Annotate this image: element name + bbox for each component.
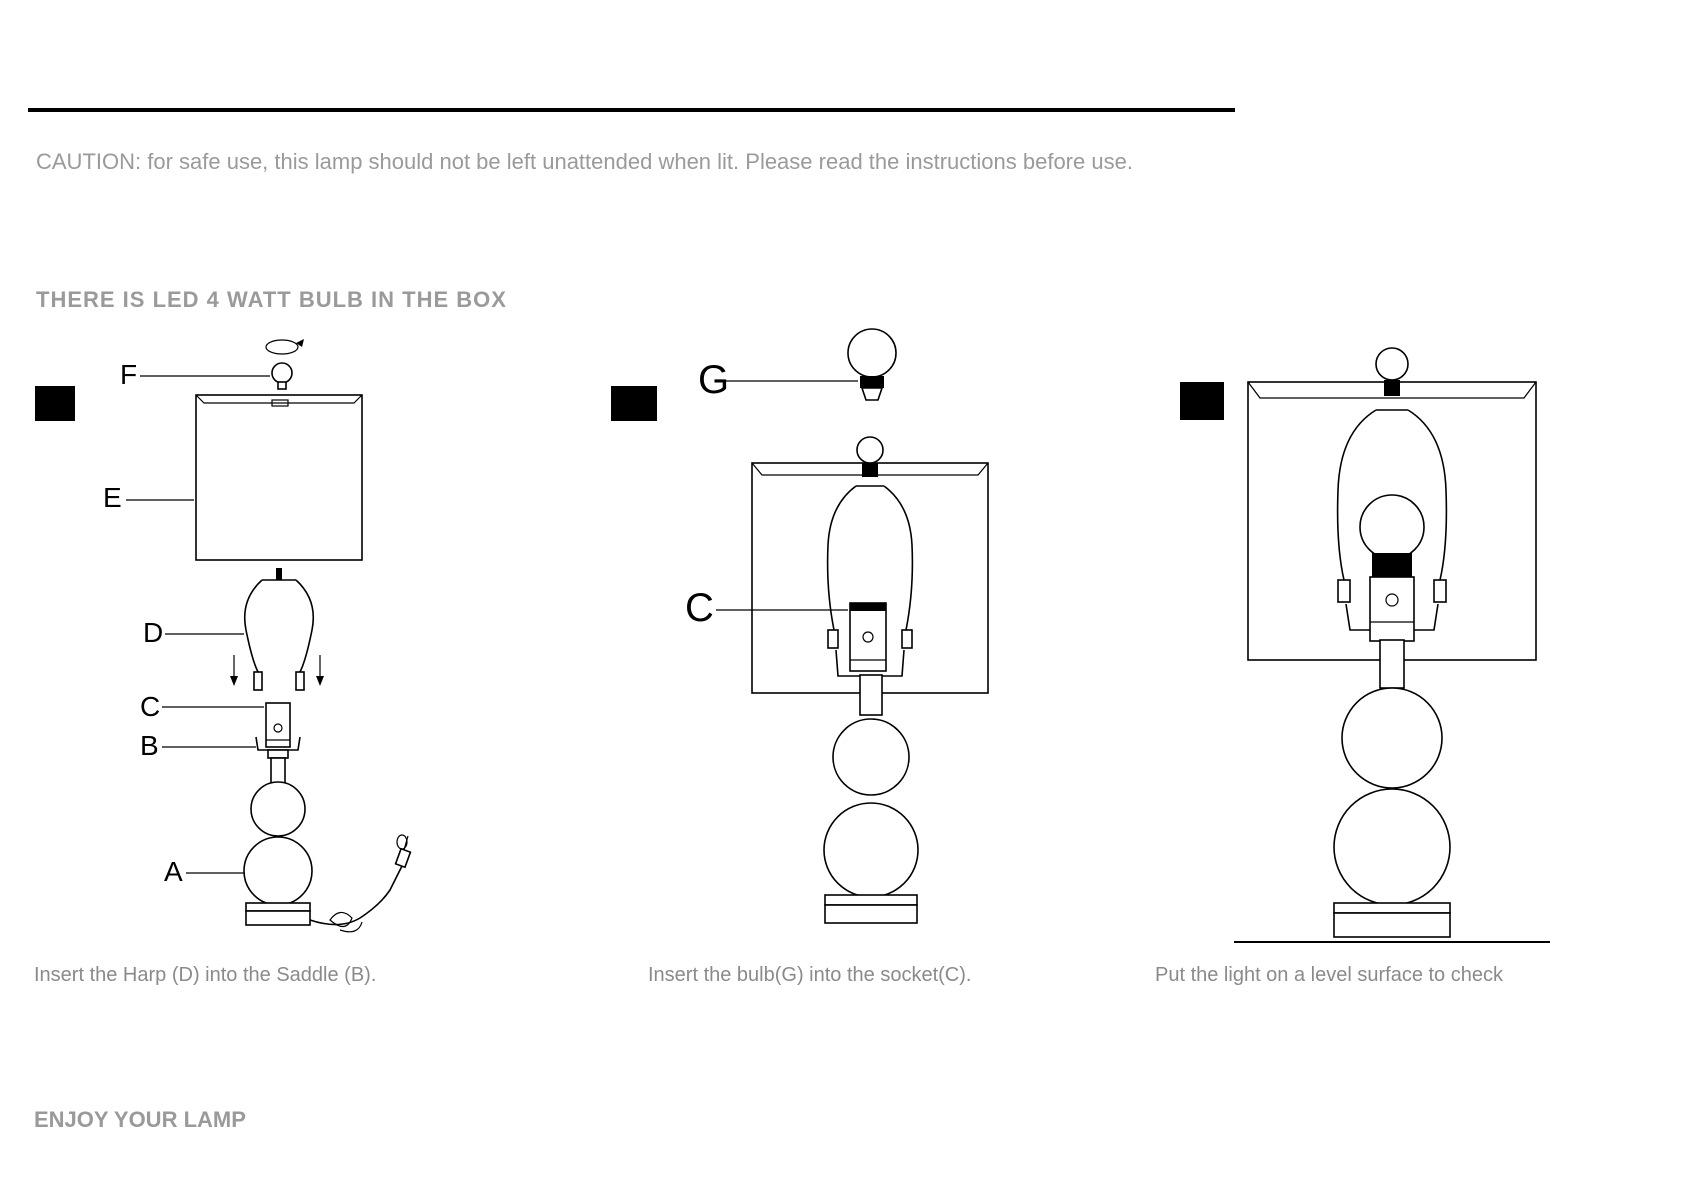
down-arrow-icon-left <box>230 655 238 686</box>
step-3-caption: Put the light on a level surface to chec… <box>1155 964 1503 986</box>
power-cord <box>309 834 412 933</box>
label-d: D <box>143 617 163 648</box>
finial <box>1375 347 1409 396</box>
header-rule <box>28 108 1235 112</box>
label-e: E <box>103 482 122 513</box>
label-c: C <box>140 691 160 722</box>
socket <box>1369 576 1415 642</box>
lamp-base <box>1333 639 1451 938</box>
step-2-diagram: G C <box>685 328 989 924</box>
label-g: G <box>698 358 729 402</box>
harp <box>1336 409 1448 631</box>
step-2-number-box <box>611 386 657 421</box>
lamp-base <box>823 674 919 924</box>
lamp-shade <box>195 394 363 561</box>
finial <box>271 362 293 390</box>
lamp-base <box>243 757 313 926</box>
label-a: A <box>164 856 183 887</box>
led-bulb <box>847 328 897 401</box>
rotate-arrow-icon <box>265 339 304 355</box>
step-3-number-box <box>1180 382 1224 420</box>
step-1-caption: Insert the Harp (D) into the Saddle (B). <box>34 964 377 986</box>
label-b: B <box>140 730 159 761</box>
step-1-number-box <box>35 386 75 421</box>
socket <box>265 702 291 748</box>
step-1-diagram: F E D C B A <box>103 339 412 933</box>
label-c: C <box>685 586 714 630</box>
label-f: F <box>120 359 137 390</box>
enjoy-text-partial: ENJOY YOUR LAMP <box>34 1107 246 1132</box>
socket <box>849 602 887 672</box>
installed-bulb <box>1359 494 1425 577</box>
down-arrow-icon-right <box>316 655 324 686</box>
harp <box>243 568 315 691</box>
finial <box>856 436 884 477</box>
step-2-caption: Insert the bulb(G) into the socket(C). <box>648 964 972 986</box>
step-3-diagram <box>1234 347 1550 943</box>
